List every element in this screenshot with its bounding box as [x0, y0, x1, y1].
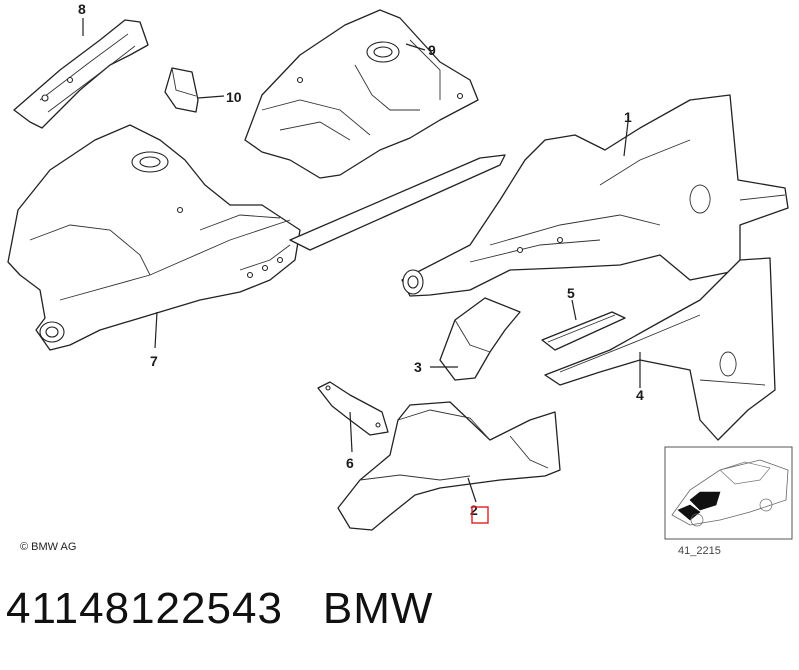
part-9-illustration — [244, 9, 479, 179]
part-8-illustration — [13, 19, 149, 129]
diagram-reference-code: 41_2215 — [678, 545, 721, 557]
callout-6: 6 — [346, 455, 354, 471]
part-10-illustration — [164, 67, 199, 113]
callout-2: 2 — [470, 502, 478, 518]
callout-3: 3 — [414, 359, 422, 375]
copyright-notice: © BMW AG — [20, 541, 77, 553]
part-1-illustration — [401, 94, 789, 297]
leader-line-2 — [467, 477, 477, 503]
inset-car-thumbnail — [664, 446, 793, 540]
highlight-box-part-2 — [471, 506, 489, 524]
callout-5: 5 — [567, 285, 575, 301]
leader-line-6 — [349, 411, 353, 453]
part-6-illustration — [317, 381, 389, 436]
part-number: 41148122543 — [6, 584, 283, 633]
part-7-illustration — [7, 124, 506, 351]
callout-4: 4 — [636, 387, 644, 403]
part-3-illustration — [439, 297, 521, 381]
part-5-illustration — [541, 311, 626, 351]
callout-7: 7 — [150, 353, 158, 369]
footer-caption: 41148122543 BMW — [6, 584, 433, 634]
leader-line-9 — [405, 43, 426, 51]
part-2-illustration — [337, 401, 561, 531]
part-4-illustration — [544, 257, 776, 441]
brand-name: BMW — [322, 584, 434, 633]
leader-line-7 — [154, 311, 158, 349]
callout-10: 10 — [226, 89, 242, 105]
callout-1: 1 — [624, 109, 632, 125]
leader-line-10 — [197, 95, 225, 99]
leader-line-1 — [623, 121, 629, 157]
leader-line-5 — [571, 299, 577, 321]
callout-9: 9 — [428, 42, 436, 58]
callout-8: 8 — [78, 1, 86, 17]
